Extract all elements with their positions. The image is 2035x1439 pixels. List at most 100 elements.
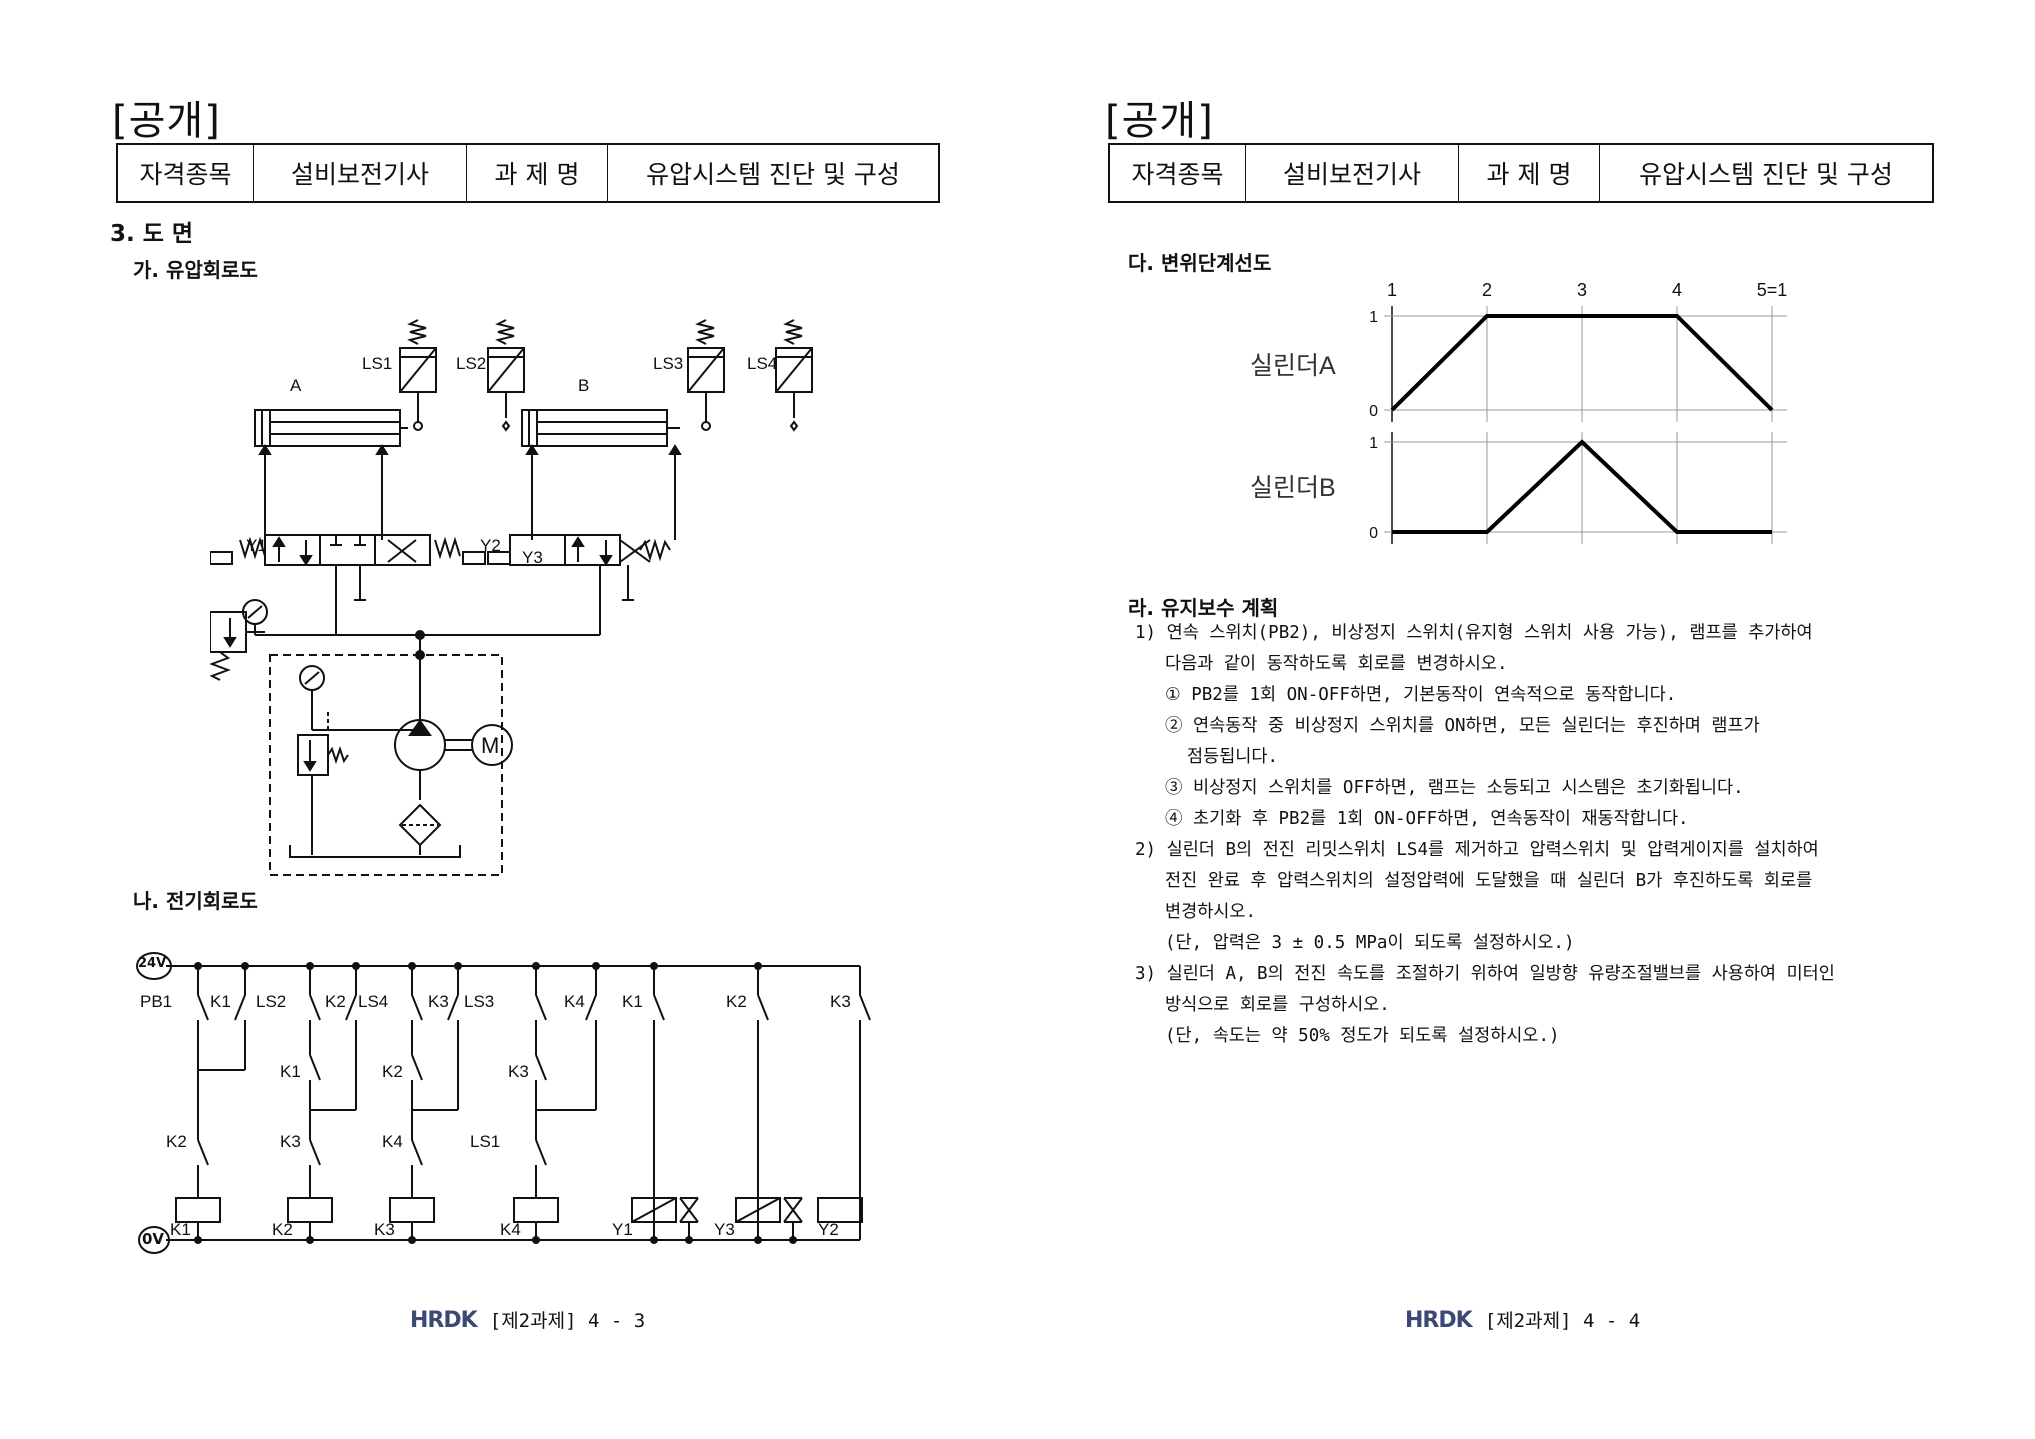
- maint-line-13: 방식으로 회로를 구성하시오.: [1165, 995, 1390, 1015]
- header-table-right: 자격종목 설비보전기사 과 제 명 유압시스템 진단 및 구성: [1108, 143, 1934, 203]
- rung-2: [287, 966, 357, 1240]
- label-ls3-contact: LS3: [464, 992, 495, 1011]
- footer-left: HRDK [제2과제] 4 - 3: [410, 1306, 645, 1333]
- header-cell-qualification-label: 자격종목: [116, 143, 254, 203]
- relief-valve-external: [210, 611, 265, 681]
- label-k3-contact-3: K3: [508, 1062, 529, 1081]
- series-line-1: [1392, 439, 1772, 534]
- subtitle-maintenance-plan: 라. 유지보수 계획: [1128, 596, 1279, 620]
- y-tick-0-panel-0: 0: [1369, 403, 1378, 420]
- x-tick-label-5: 5=1: [1757, 280, 1788, 300]
- header-cell-qualification-label-right: 자격종목: [1108, 143, 1246, 203]
- footer-right: HRDK [제2과제] 4 - 4: [1405, 1306, 1640, 1333]
- label-k3-contact-4: K3: [280, 1132, 301, 1151]
- header-cell-qualification-right: 설비보전기사: [1245, 143, 1459, 203]
- label-ls3: LS3: [653, 354, 684, 373]
- maint-line-4: ② 연속동작 중 비상정지 스위치를 ON하면, 모든 실린더는 후진하며 램프…: [1165, 716, 1760, 736]
- hrdk-logo-left: HRDK: [410, 1308, 478, 1333]
- pressure-gauge-unit: [299, 665, 325, 730]
- section-title-drawing: 3. 도 면: [110, 221, 194, 247]
- rung-y2: [817, 966, 871, 1240]
- maint-line-14: (단, 속도는 약 50% 정도가 되도록 설정하시오.): [1165, 1026, 1560, 1046]
- maint-line-8: 2) 실린더 B의 전진 리밋스위치 LS4를 제거하고 압력스위치 및 압력게…: [1135, 840, 1819, 860]
- label-pb1: PB1: [140, 992, 173, 1011]
- x-tick-label-2: 2: [1482, 280, 1492, 300]
- label-ls4: LS4: [747, 354, 778, 373]
- maint-line-5: 점등됩니다.: [1187, 747, 1279, 767]
- label-k2-contact: K2: [325, 992, 346, 1011]
- chart-grid: [1384, 306, 1787, 544]
- label-y1-coil: Y1: [612, 1220, 633, 1239]
- maint-line-7: ④ 초기화 후 PB2를 1회 ON-OFF하면, 연속동작이 재동작합니다.: [1165, 809, 1689, 829]
- relief-valve-unit: [297, 710, 420, 855]
- public-mark-right: [공개]: [1105, 98, 1214, 144]
- label-y1-hyd: Y1: [246, 536, 267, 555]
- maint-line-3: ① PB2를 1회 ON-OFF하면, 기본동작이 연속적으로 동작합니다.: [1165, 685, 1677, 705]
- label-k4-contact-4: K4: [382, 1132, 403, 1151]
- maint-line-10: 변경하시오.: [1165, 902, 1257, 922]
- maint-line-6: ③ 비상정지 스위치를 OFF하면, 램프는 소등되고 시스템은 초기화됩니다.: [1165, 778, 1744, 798]
- pump: [394, 719, 446, 800]
- limit-switch-ls4-symbol: [775, 319, 813, 432]
- label-k1-contact-3: K1: [280, 1062, 301, 1081]
- header-cell-qualification: 설비보전기사: [253, 143, 467, 203]
- badge-0v: [138, 1226, 170, 1254]
- label-ls4-contact: LS4: [358, 992, 389, 1011]
- header-table-left: 자격종목 설비보전기사 과 제 명 유압시스템 진단 및 구성: [116, 143, 940, 203]
- label-k2-contact-4: K2: [166, 1132, 187, 1151]
- x-tick-label-1: 1: [1387, 280, 1397, 300]
- power-unit-box: [269, 654, 503, 876]
- chart-labels: 1 2 3 4 5=1 1 0 실린더A 1 0 실린더B: [1250, 280, 1787, 542]
- label-ls2-contact: LS2: [256, 992, 287, 1011]
- tank: [289, 845, 461, 858]
- label-k2-contact-2: K2: [726, 992, 747, 1011]
- label-24v: 24V: [138, 956, 167, 971]
- footer-page-left: [제2과제] 4 - 3: [489, 1310, 646, 1332]
- label-ls1: LS1: [362, 354, 393, 373]
- chart-lines: [1390, 314, 1774, 534]
- maintenance-list: 1) 연속 스위치(PB2), 비상정지 스위치(유지형 스위치 사용 가능),…: [1135, 618, 1835, 1052]
- label-k1-coil: K1: [170, 1220, 191, 1239]
- label-k1-contact: K1: [210, 992, 231, 1011]
- label-cylinder-a: A: [290, 376, 302, 395]
- hydraulic-circuit-diagram: M: [210, 319, 725, 876]
- label-0v: 0V: [142, 1230, 165, 1248]
- x-tick-label-3: 3: [1577, 280, 1587, 300]
- series-label-0: 실린더A: [1250, 352, 1336, 380]
- label-k4-contact: K4: [564, 992, 585, 1011]
- series-label-1: 실린더B: [1250, 474, 1336, 502]
- label-cylinder-b: B: [578, 376, 590, 395]
- y-tick-1-panel-1: 1: [1369, 435, 1378, 452]
- public-mark-left: [공개]: [112, 98, 221, 144]
- badge-24v: [136, 952, 172, 980]
- label-ls2: LS2: [456, 354, 487, 373]
- label-y2-coil: Y2: [818, 1220, 839, 1239]
- y-tick-0-panel-1: 0: [1369, 525, 1378, 542]
- maint-line-1: 1) 연속 스위치(PB2), 비상정지 스위치(유지형 스위치 사용 가능),…: [1135, 623, 1813, 643]
- rung-y3: [735, 966, 803, 1240]
- label-k4-coil: K4: [500, 1220, 521, 1239]
- rung-3: [389, 966, 459, 1240]
- header-cell-task-name: 유압시스템 진단 및 구성: [607, 143, 940, 203]
- hrdk-logo-right: HRDK: [1405, 1308, 1473, 1333]
- y-tick-1-panel-0: 1: [1369, 309, 1378, 326]
- junction-dots: [194, 962, 797, 1244]
- displacement-step-chart: 1 2 3 4 5=1 1 0 실린더A 1 0 실린더B: [1250, 280, 1787, 544]
- header-cell-task-label: 과 제 명: [466, 143, 608, 203]
- header-cell-task-name-right: 유압시스템 진단 및 구성: [1599, 143, 1934, 203]
- filter: [398, 803, 442, 855]
- label-ls1-contact: LS1: [470, 1132, 501, 1151]
- subtitle-displacement-diagram: 다. 변위단계선도: [1128, 251, 1272, 275]
- label-y3-coil: Y3: [714, 1220, 735, 1239]
- maint-line-11: (단, 압력은 3 ± 0.5 MPa이 되도록 설정하시오.): [1165, 933, 1575, 953]
- motor-label: M: [481, 733, 499, 758]
- label-k2-contact-3: K2: [382, 1062, 403, 1081]
- electric-circuit-diagram: [136, 952, 871, 1254]
- label-k3-contact-2: K3: [830, 992, 851, 1011]
- subtitle-electric-circuit: 나. 전기회로도: [133, 889, 258, 913]
- label-k2-coil: K2: [272, 1220, 293, 1239]
- limit-switch-ls2: [487, 319, 525, 432]
- label-k1-contact-2: K1: [622, 992, 643, 1011]
- limit-switch-ls1: [399, 319, 437, 431]
- x-tick-label-4: 4: [1672, 280, 1682, 300]
